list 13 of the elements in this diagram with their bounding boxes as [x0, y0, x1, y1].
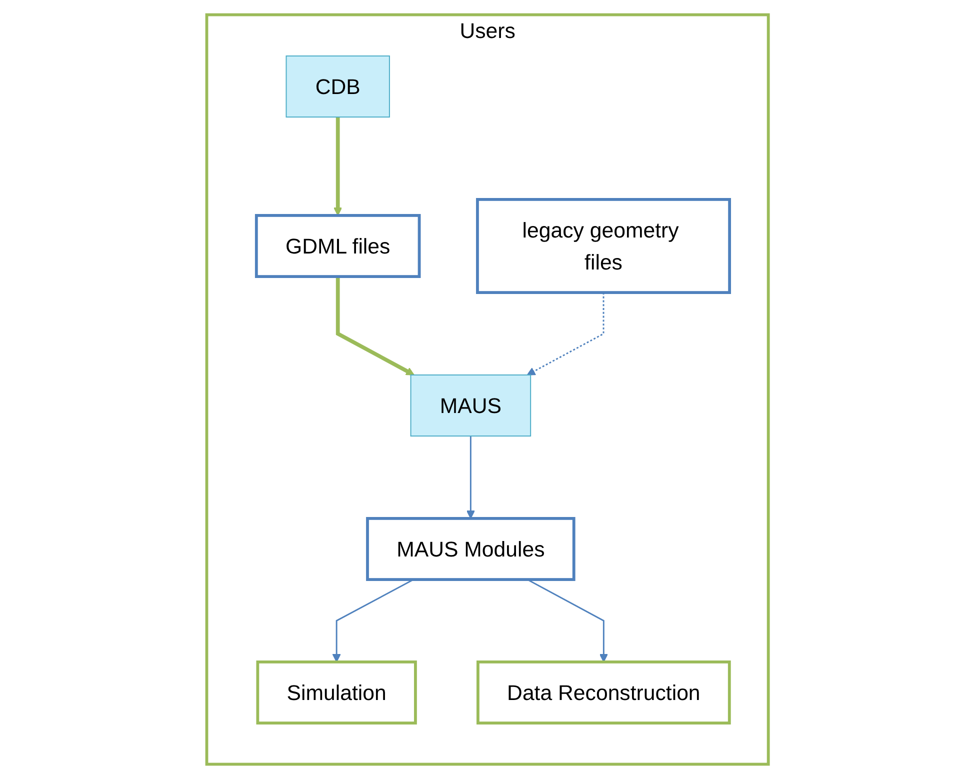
arrow — [336, 276, 414, 376]
node-box: Data Reconstruction — [476, 660, 731, 724]
node-box: GDML files — [254, 214, 421, 278]
arrow — [526, 292, 604, 376]
node-box: MAUS — [410, 374, 532, 437]
arrow — [332, 578, 414, 662]
arrow — [526, 578, 608, 662]
node-box: Simulation — [256, 660, 417, 724]
arrow — [334, 117, 342, 216]
node-box: CDB — [286, 55, 390, 118]
node-box: MAUS Modules — [366, 517, 576, 581]
arrow — [466, 436, 475, 519]
node-box: legacy geometry files — [476, 198, 731, 294]
